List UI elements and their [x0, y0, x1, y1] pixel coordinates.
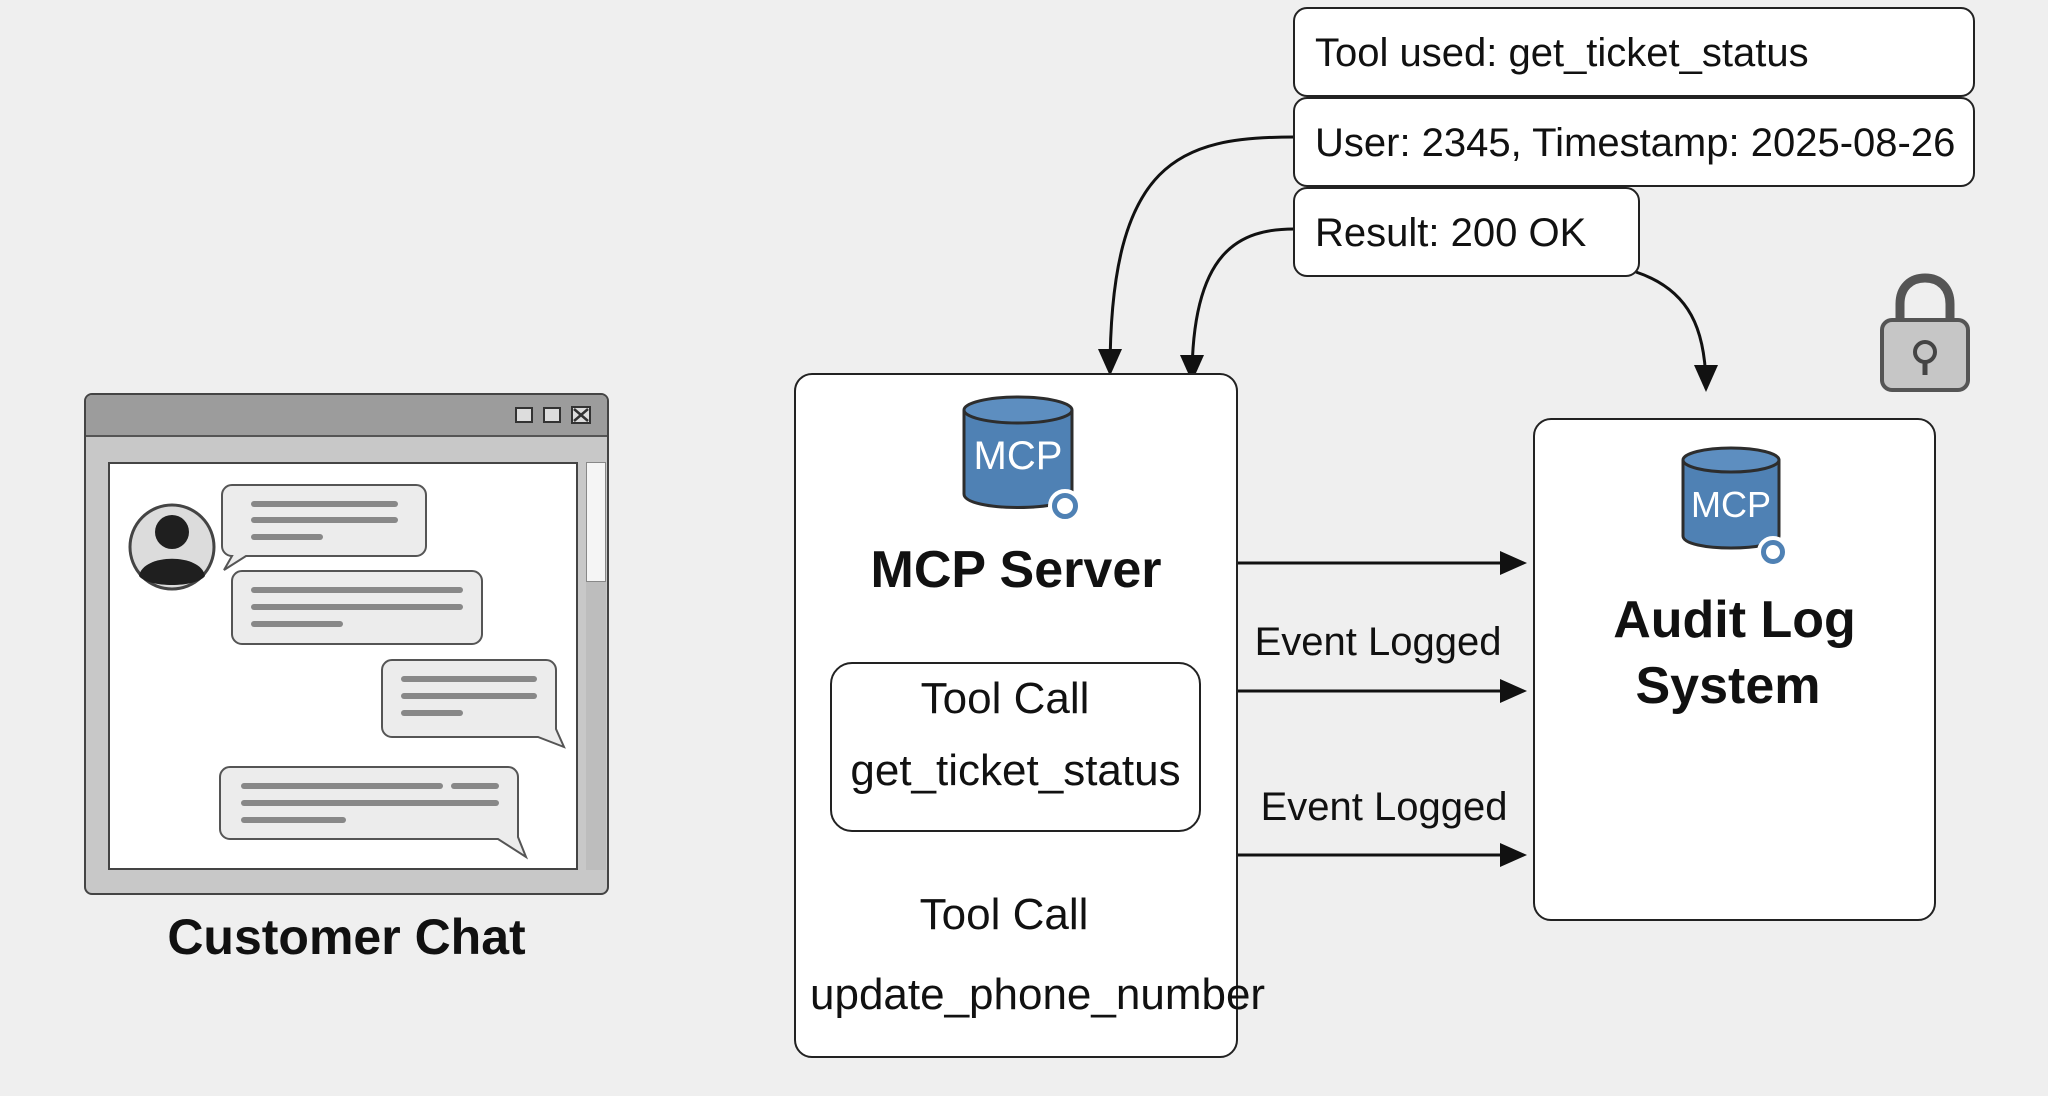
event-logged-label-2: Event Logged — [1260, 785, 1508, 829]
tool-call-1-box — [830, 662, 1201, 832]
log-entry-user-timestamp: User: 2345, Timestamp: 2025-08-26 — [1293, 97, 1975, 187]
tool-call-1-label: Tool Call — [920, 674, 1090, 723]
audit-log-title-line1: Audit Log — [1613, 591, 1856, 649]
mcp-server-icon-label: MCP — [973, 434, 1063, 478]
mcp-server-title: MCP Server — [870, 541, 1162, 599]
tool-call-2-name: update_phone_number — [810, 970, 1266, 1019]
chat-bubble-3 — [381, 659, 566, 749]
chat-bubble-1 — [221, 484, 427, 571]
customer-chat-title: Customer Chat — [167, 909, 526, 965]
log-entry-result-text: Result: 200 OK — [1315, 211, 1587, 255]
arrow-result-to-audit — [1635, 270, 1718, 392]
database-icon — [962, 395, 1082, 523]
event-logged-label-1: Event Logged — [1254, 620, 1502, 664]
log-entry-result: Result: 200 OK — [1293, 187, 1640, 277]
tool-call-1-name: get_ticket_status — [850, 746, 1181, 795]
tool-call-2-label: Tool Call — [919, 890, 1089, 939]
audit-log-icon-label: MCP — [1691, 484, 1771, 525]
database-icon — [1681, 446, 1789, 568]
chat-bubble-4 — [219, 766, 529, 860]
mcp-server-database-icon: MCP — [962, 394, 1088, 524]
lock-icon — [1880, 273, 1970, 392]
log-entry-user-timestamp-text: User: 2345, Timestamp: 2025-08-26 — [1315, 121, 1956, 165]
user-avatar-icon — [128, 503, 216, 591]
audit-log-title-line2: System — [1635, 657, 1821, 715]
window-controls-icon — [515, 406, 591, 424]
log-entry-tool-used: Tool used: get_ticket_status — [1293, 7, 1975, 97]
arrow-result-to-server — [1180, 227, 1295, 382]
arrow-user-to-server — [1098, 135, 1295, 376]
audit-log-database-icon: MCP — [1681, 446, 1793, 568]
log-entry-tool-used-text: Tool used: get_ticket_status — [1315, 31, 1809, 75]
chat-scrollbar-thumb[interactable] — [586, 462, 606, 582]
